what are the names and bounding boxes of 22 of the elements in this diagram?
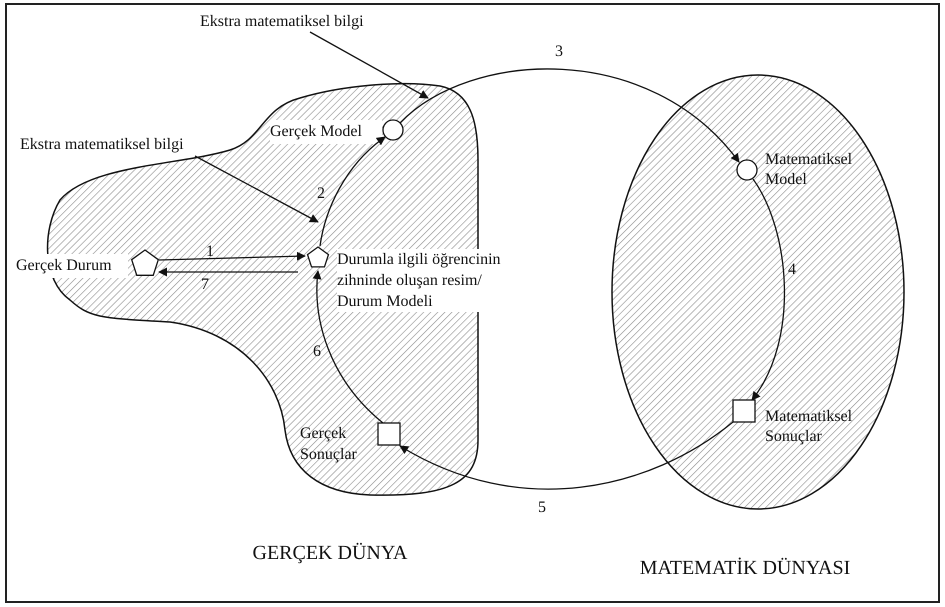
annotation-text: Ekstra matematiksel bilgi [20, 135, 185, 155]
region-heading: GERÇEK DÜNYA [252, 541, 408, 566]
edge-label: 6 [313, 344, 321, 360]
edge-label: 7 [201, 277, 209, 293]
region-heading: MATEMATİK DÜNYASI [638, 556, 852, 581]
arrow [312, 270, 384, 424]
arrow [158, 252, 306, 261]
arrow [310, 31, 429, 99]
edge-label: 2 [317, 186, 325, 202]
arrow [400, 68, 740, 163]
node-label: Matematiksel Sonuçlar [765, 407, 854, 447]
edge-label: 1 [206, 244, 214, 260]
edge-label: 5 [538, 500, 546, 516]
node-label: Matematiksel Model [765, 150, 854, 190]
arrow [158, 268, 298, 276]
node-label: Gerçek Model [270, 120, 382, 144]
arrow [319, 136, 386, 246]
node-label: Gerçek Sonuçlar [300, 424, 358, 465]
edge-label: 3 [555, 44, 563, 60]
edge-label: 4 [788, 262, 796, 278]
annotation-text: Ekstra matematiksel bilgi [200, 12, 365, 32]
node-label: Gerçek Durum [16, 254, 128, 278]
